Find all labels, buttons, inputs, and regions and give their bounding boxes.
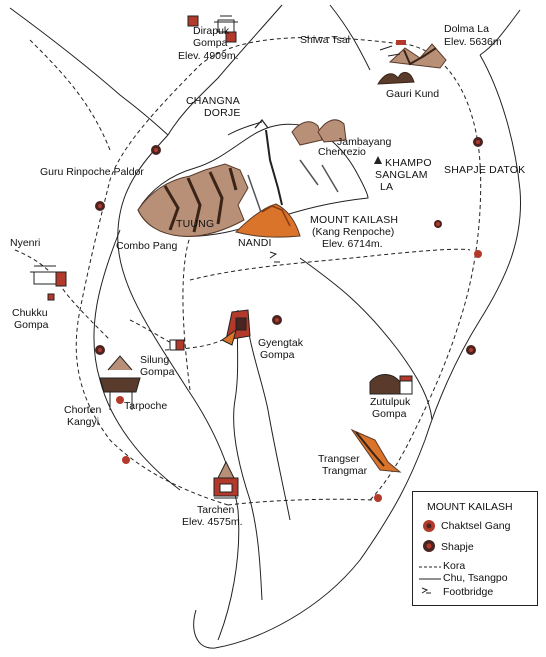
shapje-tuung: [95, 201, 105, 211]
legend-footbridge: Footbridge: [443, 586, 494, 598]
tarchen-building: [213, 460, 239, 499]
mount-kailash-massif: [137, 119, 369, 238]
shapje-datok-a: [473, 137, 483, 147]
label-shiwa-tsal: Shiwa Tsal: [300, 34, 350, 46]
label-dirapuk: Dirapuk: [193, 25, 230, 37]
label-chukku: Chukku: [12, 307, 48, 319]
river-center: [233, 309, 263, 601]
gompa-buildings: [30, 15, 413, 499]
river-east: [193, 54, 522, 649]
label-khampo: KHAMPO: [385, 157, 432, 169]
label-zutulpuk-gompa: Gompa: [372, 408, 407, 420]
label-tarchen-elev: Elev. 4575m.: [182, 516, 243, 528]
label-dolma-la: Dolma La: [444, 23, 489, 35]
label-tuung: TUUNG: [176, 218, 215, 230]
rivers: [9, 4, 522, 649]
label-dirapuk-gompa: Gompa: [193, 37, 228, 49]
label-gauri-kund: Gauri Kund: [386, 88, 440, 100]
label-shapje-datok: SHAPJE DATOK: [444, 164, 526, 176]
label-gyengtak-gompa: Gompa: [260, 349, 295, 361]
footbridge-icon: [421, 587, 431, 594]
dirapuk-gompa-building: [187, 15, 238, 43]
shapje-gyengtak: [272, 315, 282, 325]
kora-paths: [14, 36, 482, 506]
label-jambayang: Jambayang: [337, 136, 392, 148]
label-nyenri: Nyenri: [10, 237, 41, 249]
legend-kora: Kora: [443, 560, 466, 572]
legend-shapje: Shapje: [441, 541, 474, 553]
map-legend: MOUNT KAILASH Chaktsel Gang Shapje Kora …: [412, 491, 538, 606]
gyengtak-gompa-building: [221, 309, 251, 346]
label-dorje: DORJE: [204, 107, 241, 119]
label-kang-renpoche: (Kang Renpoche): [312, 226, 395, 238]
label-silung-gompa: Gompa: [140, 366, 175, 378]
label-chorten: Chorten: [64, 404, 102, 416]
nandi-peak: [235, 203, 301, 238]
label-combo-pang: Combo Pang: [116, 240, 178, 252]
river-top-right: [479, 9, 521, 56]
river-center-2: [244, 309, 291, 521]
khampo-pass-marker: [374, 156, 382, 164]
chaktsel-gang-icon: [423, 520, 435, 532]
river-east-branch: [299, 257, 433, 421]
trangser-trangmar-peaks: [350, 428, 402, 473]
kora-nw: [29, 39, 111, 151]
label-sanglam: SANGLAM: [375, 169, 428, 181]
shapje-south: [374, 494, 382, 502]
shapje-zutulpuk: [466, 345, 476, 355]
dolma-la-pass: [379, 40, 447, 69]
river-north: [167, 4, 283, 136]
river-north-east: [329, 4, 371, 71]
label-tarchen: Tarchen: [197, 504, 235, 516]
label-mount-kailash: MOUNT KAILASH: [310, 214, 399, 226]
shapje-east: [474, 250, 482, 258]
label-gyengtak: Gyengtak: [258, 337, 303, 349]
zutulpuk-gompa-building: [369, 374, 413, 395]
jambayang-peaks: [291, 119, 347, 146]
label-kailash-elev: Elev. 6714m.: [322, 238, 383, 250]
shapje-guru-rinpoche: [151, 145, 161, 155]
kora-outer: [75, 36, 482, 506]
label-trangmar: Trangmar: [322, 465, 368, 477]
shapje-datok-b: [434, 220, 442, 228]
shapje-tarpoche: [116, 396, 124, 404]
shapje-west: [95, 345, 105, 355]
shapje-markers: [95, 137, 483, 502]
label-zutulpuk: Zutulpuk: [370, 396, 411, 408]
legend-chu: Chu, Tsangpo: [443, 572, 508, 584]
label-la: LA: [380, 181, 394, 193]
kora-west: [129, 319, 176, 346]
silung-gompa-building: [169, 339, 185, 351]
river-west-top: [9, 7, 169, 136]
river-line-icon: [419, 578, 441, 580]
legend-chaktsel: Chaktsel Gang: [441, 520, 511, 532]
legend-title: MOUNT KAILASH: [427, 501, 513, 513]
chorten-kangyi-building: [99, 355, 141, 410]
label-tarpoche: Tarpoche: [124, 400, 168, 412]
label-trangser: Trangser: [318, 453, 360, 465]
shapje-southwest: [122, 456, 130, 464]
kora-cross: [189, 248, 471, 281]
label-guru-rinpoche: Guru Rinpoche Paldor: [40, 166, 144, 178]
label-chenrezio: Chenrezio: [318, 146, 366, 158]
river-southwest: [93, 229, 181, 491]
kora-south: [227, 498, 373, 506]
label-dirapuk-elev: Elev. 4909m.: [178, 50, 239, 62]
footbridge-marks: [269, 251, 280, 263]
river-west-main: [117, 134, 240, 641]
label-nandi: NANDI: [238, 237, 272, 249]
gauri-kund-hills: [377, 72, 415, 85]
label-silung: Silung: [140, 354, 170, 366]
label-dolma-elev: Elev. 5636m: [444, 36, 502, 48]
shapje-icon: [423, 540, 435, 552]
kora-line-icon: [419, 566, 441, 568]
kora-inner: [182, 179, 241, 391]
label-chukku-gompa: Gompa: [14, 319, 49, 331]
label-changna: CHANGNA: [186, 95, 240, 107]
chukku-gompa-building: [30, 265, 67, 301]
label-kangyi: Kangyi: [67, 416, 100, 428]
